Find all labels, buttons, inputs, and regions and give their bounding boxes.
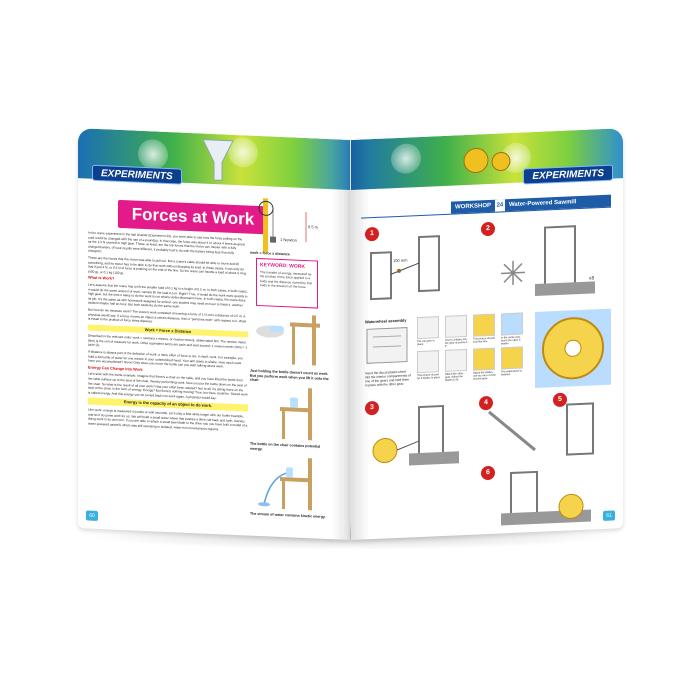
keyword-body: The transfer of energy, measured as the … (260, 270, 313, 289)
left-banner (78, 128, 350, 190)
tile-caption: Adjust the blades one by one to fit the … (473, 370, 496, 382)
tile-caption: Put one gear in place. (417, 339, 435, 347)
page-title: Forces at Work (118, 199, 268, 235)
diecut-sheet-illustration (366, 327, 408, 364)
caption-holding-bottle: Just holding the bottle doesn't count as… (250, 368, 329, 383)
step4-rod-illustration (488, 410, 536, 452)
measure-label: 100 mm (393, 258, 408, 264)
keyword-title: KEYWORD: WORK (260, 262, 305, 271)
step1-frame-illustration: 100 mm (370, 235, 440, 301)
funnel-illustration (202, 139, 234, 181)
gears-illustration (463, 148, 511, 174)
assembly-tile (501, 346, 523, 370)
paragraph: Like work, energy is measured in joules … (88, 407, 248, 432)
left-page: EXPERIMENTS Forces at Work 0.5 m 1 Newto… (78, 128, 350, 541)
assembly-tile (473, 347, 495, 371)
page-number: 60 (86, 510, 98, 521)
caption-kinetic-energy: The stream of water contains kinetic ene… (250, 511, 326, 519)
paragraph: Let's stick with the bottle example. Ima… (88, 371, 248, 400)
open-booklet: EXPERIMENTS Forces at Work 0.5 m 1 Newto… (78, 128, 623, 545)
step6-sawmill-illustration (501, 470, 591, 526)
bottle-in-hand-illustration (256, 315, 320, 366)
assembly-tile (445, 314, 467, 338)
assembly-tile (417, 316, 439, 340)
experiments-tag: EXPERIMENTS (92, 164, 182, 185)
banner-sparkle (138, 138, 168, 171)
caption-potential-energy: The bottle on the chair contains potenti… (250, 441, 321, 451)
assembly-tile (501, 312, 523, 336)
water-stream-illustration (258, 458, 312, 511)
body-text: In the crane experiment in the last chap… (88, 231, 248, 435)
experiments-tag: EXPERIMENTS (523, 164, 613, 185)
multiplier-label: x8 (589, 275, 594, 281)
tile-caption: This picture should be 4 blades in place… (417, 373, 441, 381)
tile-caption: The waterwheel is finished. (501, 369, 522, 377)
step5-frame-illustration (566, 402, 594, 456)
waterwheel-closeup (535, 308, 611, 388)
workshop-label: WORKSHOP (455, 202, 491, 211)
right-banner (351, 128, 623, 190)
step2-wheel-illustration: x8 (501, 225, 595, 296)
assembly-tile (473, 313, 495, 337)
waterwheel-subhead: Waterwheel assembly (365, 317, 407, 325)
tile-caption: In the same way, insert the other 4 blad… (501, 335, 521, 346)
assembly-tile (445, 348, 467, 372)
tile-caption: This picture should look like this. (473, 336, 495, 344)
crane-diagram: 0.5 m 1 Newton (258, 198, 319, 253)
page-number: 61 (603, 510, 615, 521)
distance-label: 0.5 m (308, 224, 319, 229)
step3-assembly-illustration (372, 404, 459, 466)
force-label: 1 Newton (280, 237, 297, 243)
tile-caption: Attach the other gear. Adjust the blades… (445, 372, 464, 383)
workshop-title: Water-Powered Sawmill (508, 199, 577, 209)
right-page: EXPERIMENTS WORKSHOP 24 Water-Powered Sa… (351, 128, 623, 541)
banner-sparkle (391, 142, 421, 175)
bottle-on-chair-illustration (280, 388, 312, 441)
diecut-caption: Insert the diccut plastic sheet into the… (365, 369, 411, 388)
keyword-box: KEYWORD: WORK The transfer of energy, me… (256, 257, 318, 309)
tile-caption: Insert 1 blades into the gear at points … (445, 337, 469, 349)
workshop-number: 24 (494, 199, 506, 212)
assembly-tile (417, 350, 439, 374)
